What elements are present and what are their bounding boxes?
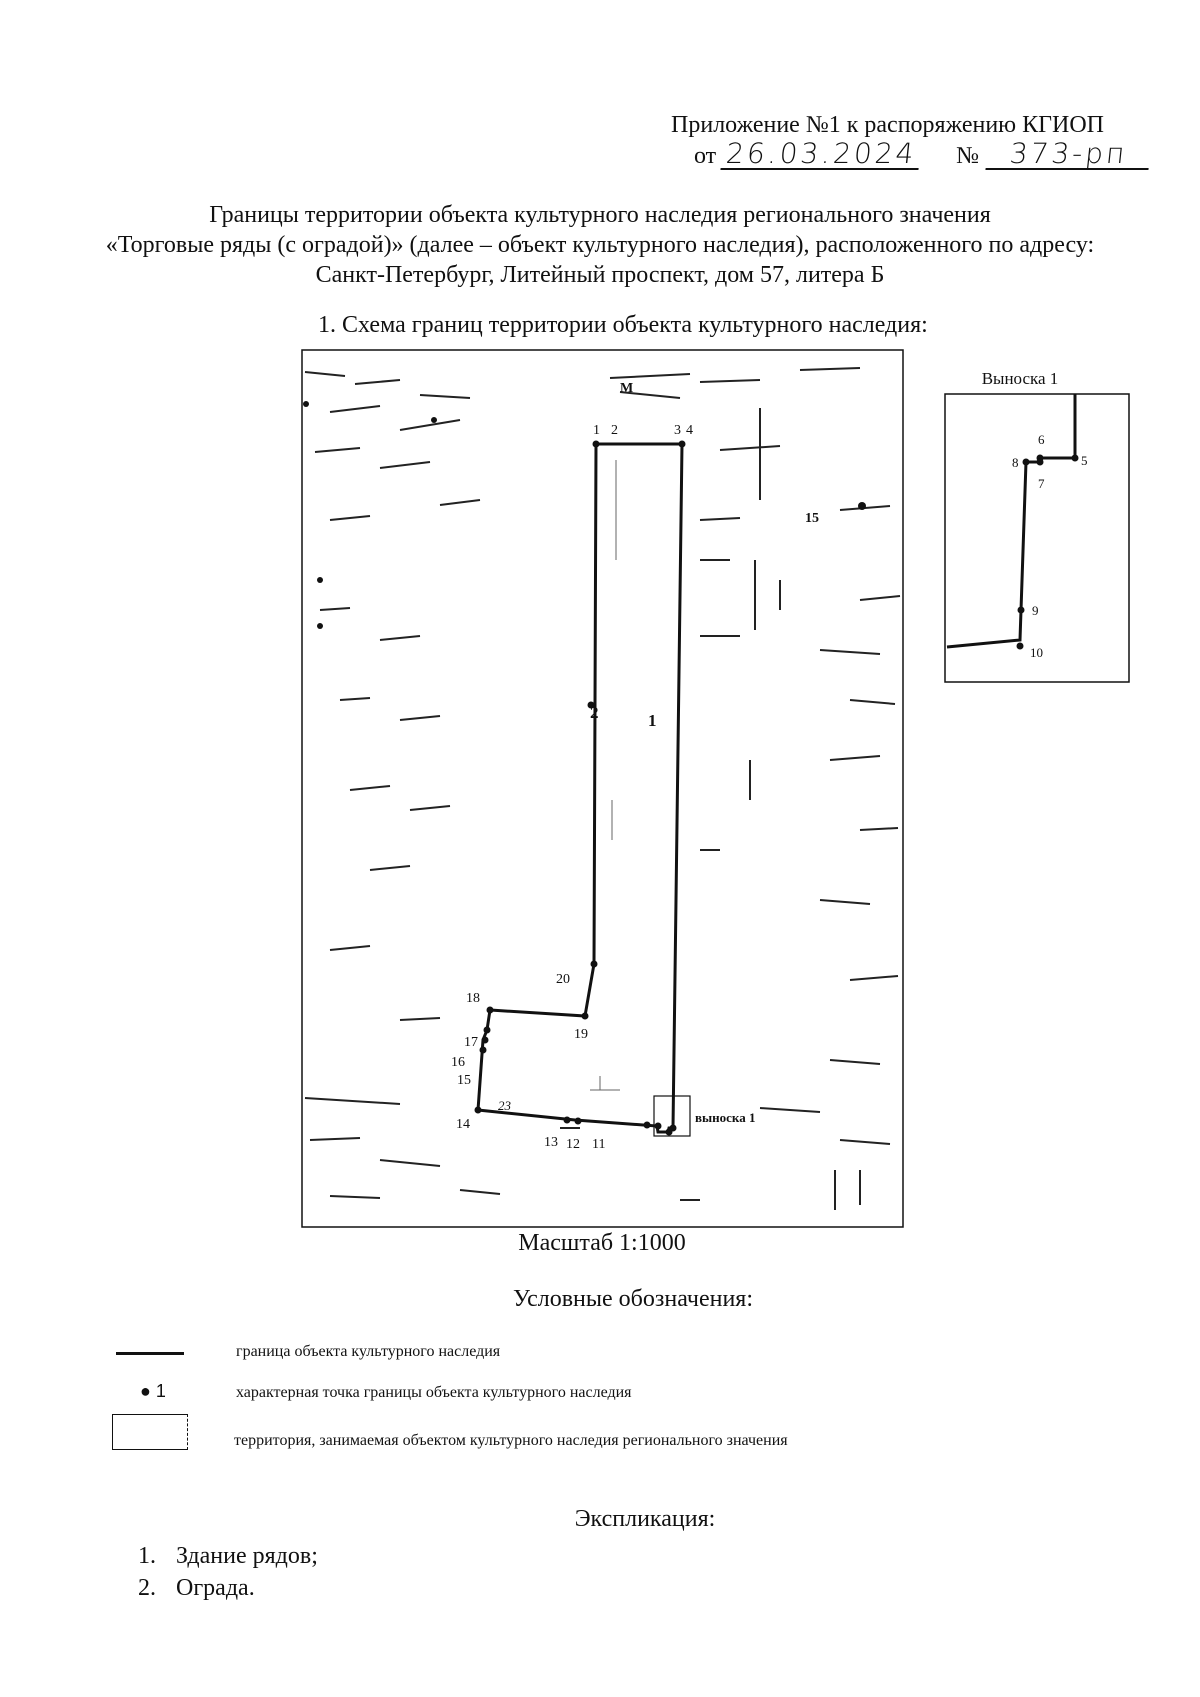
from-prefix: от: [694, 143, 717, 169]
inset-point-label-5: 5: [1081, 453, 1088, 468]
appendix-header: Приложение №1 к распоряжению КГИОП: [671, 112, 1104, 138]
legend-point-text: характерная точка границы объекта культу…: [236, 1384, 632, 1401]
legend-area-symbol: [112, 1414, 188, 1450]
title-line-2: «Торговые ряды (с оградой)» (далее – объ…: [105, 232, 1095, 258]
inset-point-label-10: 10: [1030, 645, 1043, 660]
callout-box: [653, 1095, 691, 1137]
map-scale: Масштаб 1:1000: [518, 1230, 686, 1256]
inset-frame: [944, 393, 1130, 683]
boundary-points: [474, 440, 686, 1136]
area-label-building: 1: [648, 711, 657, 730]
point-label-13: 13: [544, 1135, 558, 1150]
point-label-18: 18: [466, 991, 480, 1006]
explication-heading: Экспликация:: [574, 1506, 716, 1532]
point-label-4: 4: [686, 423, 693, 438]
list-item: 2. Ограда.: [138, 1572, 318, 1604]
map-label-m: М: [620, 381, 633, 396]
list-item-number: 1.: [138, 1543, 156, 1569]
title-line-1: Границы территории объекта культурного н…: [209, 202, 991, 228]
point-label-17: 17: [464, 1035, 478, 1050]
inset-title: Выноска 1: [982, 369, 1059, 388]
inset-boundary: [946, 394, 1077, 649]
legend-point-symbol: ● 1: [140, 1381, 166, 1402]
inset-points: [1016, 454, 1079, 650]
point-label-16: 16: [451, 1055, 465, 1070]
document-title: Границы территории объекта культурного н…: [0, 200, 1200, 290]
map-label-15: 15: [805, 511, 819, 526]
point-label-11: 11: [592, 1137, 605, 1152]
list-item-text: Ограда.: [176, 1575, 255, 1601]
legend-line-symbol: [116, 1352, 184, 1355]
list-item: 1. Здание рядов;: [138, 1540, 318, 1572]
map-frame: [301, 349, 904, 1228]
map-label-23: 23: [498, 1098, 512, 1113]
legend-point-number: 1: [155, 1381, 166, 1401]
point-label-19: 19: [574, 1027, 588, 1042]
explication-list: 1. Здание рядов; 2. Ограда.: [138, 1540, 318, 1604]
point-label-1: 1: [593, 423, 600, 438]
inset-point-label-9: 9: [1032, 603, 1039, 618]
inset-point-label-8: 8: [1012, 455, 1019, 470]
building-fragments: [590, 460, 620, 1091]
legend-boundary-text: граница объекта культурного наследия: [236, 1343, 501, 1360]
point-label-15: 15: [457, 1073, 471, 1088]
map-dots: [303, 401, 866, 629]
point-label-2: 2: [611, 423, 618, 438]
point-label-20: 20: [556, 972, 570, 987]
map-background-marks: [304, 367, 901, 1210]
scheme-heading: 1. Схема границ территории объекта культ…: [318, 312, 928, 338]
inset-point-label-6: 6: [1038, 432, 1045, 447]
list-item-text: Здание рядов;: [176, 1543, 318, 1569]
legend-area-text: территория, занимаемая объектом культурн…: [234, 1432, 788, 1449]
title-line-3: Санкт-Петербург, Литейный проспект, дом …: [315, 262, 885, 288]
point-label-12: 12: [566, 1137, 580, 1152]
number-sign: №: [956, 143, 980, 169]
inset-point-label-7: 7: [1038, 476, 1045, 491]
area-label-fence: 2: [590, 703, 599, 722]
point-label-14: 14: [456, 1117, 470, 1132]
list-item-number: 2.: [138, 1575, 156, 1601]
point-label-3: 3: [674, 423, 681, 438]
legend-heading: Условные обозначения:: [512, 1286, 754, 1312]
legend-point-dot-icon: ●: [140, 1381, 151, 1401]
callout-label: выноска 1: [695, 1110, 755, 1125]
